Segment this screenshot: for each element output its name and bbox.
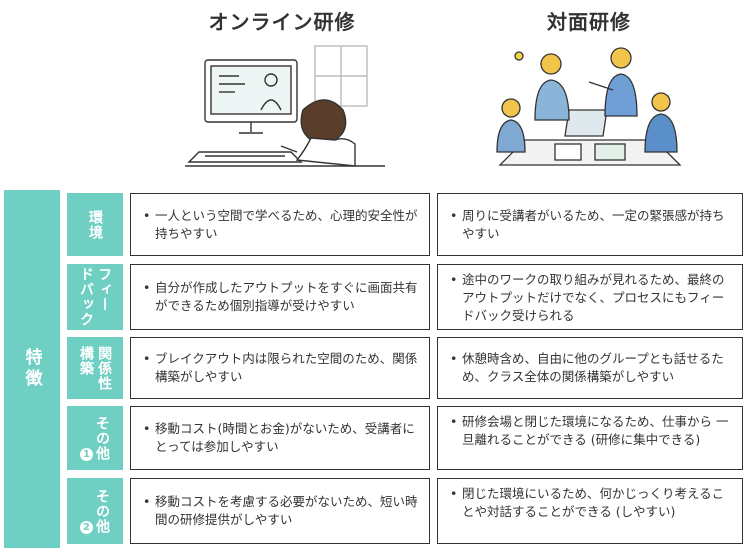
bullet-icon: •	[450, 414, 458, 429]
row-label-other-2: その他 2	[67, 478, 123, 544]
row-label-feedback: フィー ドバック	[67, 264, 123, 330]
number-2-badge: 2	[79, 520, 93, 534]
bullet-icon: •	[450, 351, 458, 366]
bullet-icon: •	[143, 494, 151, 509]
row-label-environment: 環境	[67, 193, 123, 256]
face-to-face-training-illustration	[496, 47, 682, 166]
bullet-icon: •	[450, 272, 458, 287]
number-1-badge: 1	[79, 447, 93, 461]
cell-other-1-face-to-face: •研修会場と閉じた環境になるため、仕事から 一旦離れることができる (研修に集中…	[437, 406, 743, 470]
cell-relationship-face-to-face: •休憩時含め、自由に他のグループとも話せるため、クラス全体の関係構築がしやすい	[437, 337, 743, 399]
cell-relationship-online: •ブレイクアウト内は限られた空間のため、関係構築がしやすい	[130, 337, 430, 399]
cell-environment-online: •一人という空間で学べるため、心理的安全性が 持ちやすい	[130, 193, 430, 256]
features-label: 特徴	[4, 190, 60, 548]
row-label-relationship: 関係性 構築	[67, 337, 123, 399]
row-label-other-1: その他 1	[67, 406, 123, 470]
online-training-illustration	[185, 45, 385, 167]
bullet-icon: •	[450, 486, 458, 501]
cell-other-2-online: •移動コストを考慮する必要がないため、短い時間の研修提供がしやすい	[130, 478, 430, 544]
bullet-icon: •	[143, 421, 151, 436]
column-title-online: オンライン研修	[208, 10, 356, 34]
cell-environment-face-to-face: •周りに受講者がいるため、一定の緊張感が持ちやすい	[437, 193, 743, 256]
bullet-icon: •	[143, 351, 151, 366]
cell-other-1-online: •移動コスト(時間とお金)がないため、受講者にとっては参加しやすい	[130, 406, 430, 470]
bullet-icon: •	[143, 280, 151, 295]
bullet-icon: •	[450, 207, 458, 223]
column-title-face-to-face: 対面研修	[547, 10, 631, 34]
cell-other-2-face-to-face: •閉じた環境にいるため、何かじっくり考えることや対話することができる (しやすい…	[437, 478, 743, 544]
bullet-icon: •	[143, 207, 151, 223]
cell-feedback-online: •自分が作成したアウトプットをすぐに画面共有ができるため個別指導が受けやすい	[130, 264, 430, 330]
cell-feedback-face-to-face: •途中のワークの取り組みが見れるため、最終のアウトプットだけでなく、プロセスにも…	[437, 264, 743, 330]
